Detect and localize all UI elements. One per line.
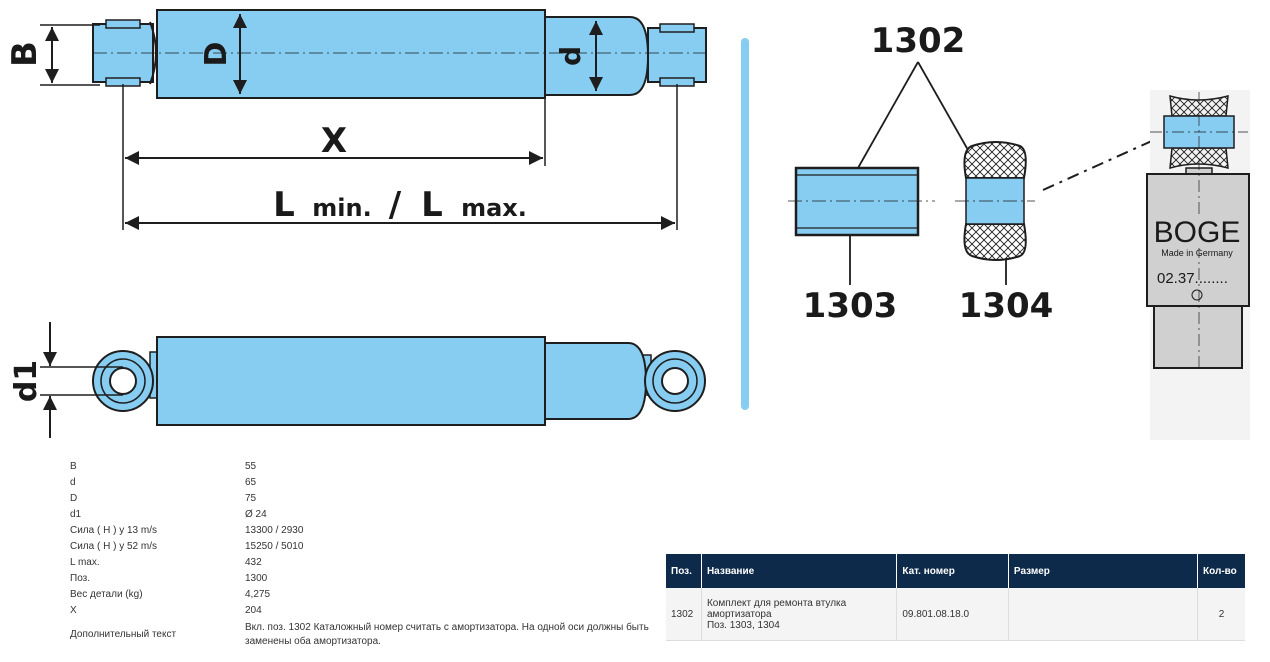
spec-row: B 55 (70, 459, 650, 475)
protective-tube-top (544, 342, 648, 420)
spec-value: 13300 / 2930 (245, 525, 304, 536)
spec-row: Поз. 1300 (70, 571, 650, 587)
right-eye-bushing (647, 27, 707, 83)
x-dimension-label: X (321, 121, 347, 161)
boge-made-in: Made in Germany (1161, 248, 1233, 258)
right-eye-hole (661, 367, 689, 395)
l-min-letter: L (273, 185, 295, 225)
col-header-qty: Кол-во (1197, 554, 1245, 588)
spec-value: 15250 / 5010 (245, 541, 304, 552)
spec-row: L max. 432 (70, 555, 650, 571)
spec-row: X 204 (70, 603, 650, 619)
boge-stamp-icon (1191, 289, 1203, 301)
spec-label: Сила ( Н ) у 52 m/s (70, 541, 157, 552)
spec-label: D (70, 493, 78, 504)
d1-dimension-label: d1 (9, 360, 44, 402)
l-separator: / (389, 185, 402, 225)
leader-1302-b (917, 61, 969, 151)
spec-row: Сила ( Н ) у 13 m/s 13300 / 2930 (70, 523, 650, 539)
parts-table: Поз. Название Кат. номер Размер Кол-во 1… (666, 554, 1245, 641)
col-header-name: Название (701, 554, 898, 588)
sleeve-1303 (794, 166, 920, 237)
spec-label: L max. (70, 557, 100, 568)
callout-1304: 1304 (959, 286, 1054, 326)
spec-label: d (70, 477, 76, 488)
cell-catalog: 09.801.08.18.0 (896, 588, 1009, 641)
spec-row: D 75 (70, 491, 650, 507)
spec-label: Сила ( Н ) у 13 m/s (70, 525, 157, 536)
spec-value: 4,275 (245, 589, 271, 600)
spec-value: 55 (245, 461, 257, 472)
spec-row: d1 Ø 24 (70, 507, 650, 523)
spec-row: Вес детали (kg) 4,275 (70, 587, 650, 603)
b-dimension-label: B (5, 41, 45, 67)
boge-product-illustration: BOGE Made in Germany 02.37........ (1146, 90, 1250, 440)
parts-table-header: Поз. Название Кат. номер Размер Кол-во (666, 554, 1245, 588)
spec-label: B (70, 461, 77, 472)
spec-value: 432 (245, 557, 262, 568)
left-eye-hole (109, 367, 137, 395)
cell-qty: 2 (1197, 588, 1245, 641)
cell-pos: 1302 (666, 588, 702, 641)
main-cylinder-top (156, 336, 546, 426)
cell-name: Комплект для ремонта втулка амортизатора… (701, 588, 898, 641)
l-min-label: min. (312, 194, 371, 222)
spec-value: Ø 24 (245, 509, 267, 520)
cell-name-sub: Поз. 1303, 1304 (706, 619, 780, 631)
spec-value: Вкл. поз. 1302 Каталожный номер считать … (245, 622, 649, 647)
rubber-bush-1304-bottom (963, 223, 1027, 261)
cell-name-title: Комплект для ремонта втулка амортизатора (706, 597, 847, 620)
right-eye-cap-top (659, 23, 695, 33)
cell-size (1008, 588, 1199, 641)
d-tube-dimension-label: d (554, 46, 587, 66)
rubber-bush-1304-top (963, 141, 1027, 179)
spec-row: d 65 (70, 475, 650, 491)
left-eye-cap-top (105, 19, 141, 29)
assembly-dashed-line (1042, 134, 1166, 191)
boge-code: 02.37........ (1157, 270, 1228, 287)
l-max-label: max. (461, 194, 527, 222)
spec-label: Поз. (70, 573, 90, 584)
spec-label: X (70, 605, 77, 616)
col-header-pos: Поз. (666, 554, 702, 588)
spec-list: B 55 d 65 D 75 d1 Ø 24 Сила ( Н ) у 13 m/s 13… (70, 459, 650, 649)
d-outer-dimension-label: D (199, 42, 234, 67)
spec-row-additional-text: Дополнительный текст Вкл. поз. 1302 Катал… (70, 621, 650, 649)
spec-label: Дополнительный текст (70, 629, 177, 640)
shock-absorber-top-view: d1 (9, 322, 706, 438)
spec-label: d1 (70, 509, 82, 520)
boge-bush-top (1169, 94, 1229, 117)
spec-value: 65 (245, 477, 257, 488)
col-header-catalog: Кат. номер (896, 554, 1009, 588)
left-eye-curve (149, 21, 157, 85)
table-row: 1302 Комплект для ремонта втулка амортиз… (666, 588, 1245, 641)
spec-label: Вес детали (kg) (70, 589, 143, 600)
spec-row: Сила ( Н ) у 52 m/s 15250 / 5010 (70, 539, 650, 555)
shock-absorber-side-view: B D d X L min. / L max. (5, 9, 707, 230)
boge-lower-tube (1153, 305, 1243, 369)
callout-1303: 1303 (803, 286, 898, 326)
spec-value: 1300 (245, 573, 268, 584)
l-max-letter: L (421, 185, 443, 225)
spec-value: 75 (245, 493, 257, 504)
main-cylinder (156, 9, 546, 99)
spec-value: 204 (245, 605, 262, 616)
leader-1302-a (857, 61, 919, 169)
repair-kit-detail: 1302 1303 1304 (788, 21, 1166, 326)
boge-brand: BOGE (1154, 216, 1241, 249)
callout-1302: 1302 (871, 21, 966, 61)
col-header-size: Размер (1008, 554, 1199, 588)
